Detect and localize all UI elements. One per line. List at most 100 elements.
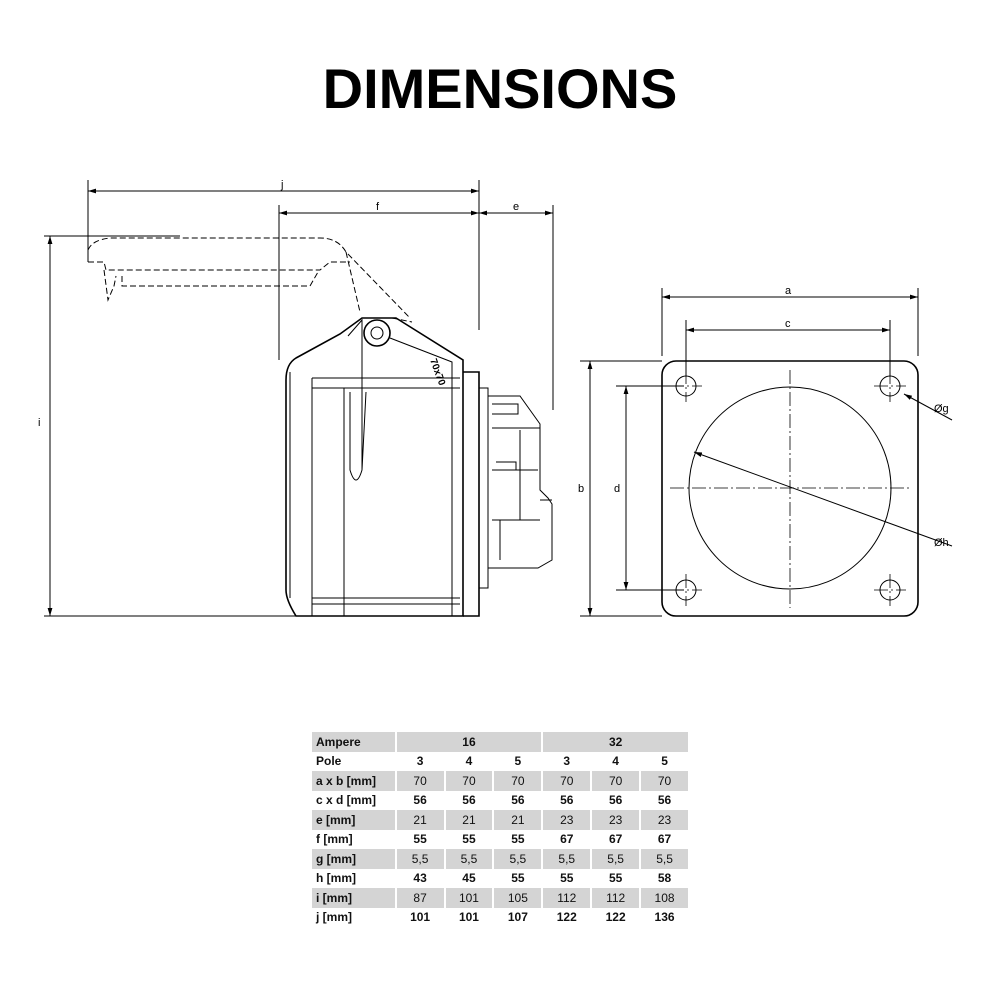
mounting-hole [670,574,702,606]
table-cell: 122 [591,907,642,927]
table-cell: 70 [493,771,544,791]
table-cell: 23 [591,810,642,830]
technical-drawing: j f e i 70x70 [38,179,953,617]
table-cell: 3 [395,751,446,771]
row-label: c x d [mm] [312,790,397,810]
row-label: g [mm] [312,849,397,869]
dimension-g [903,393,953,421]
label-a: a [785,285,792,297]
table-cell: 5,5 [640,849,690,869]
table-row: j [mm] 101 101 107 122 122 136 [312,907,690,927]
row-label: f [mm] [312,829,397,849]
table-cell: 55 [444,829,495,849]
table-cell: 21 [444,810,495,830]
table-cell: 3 [542,751,593,771]
label-j: j [280,179,283,191]
table-cell: 122 [542,907,593,927]
row-label: a x b [mm] [312,771,397,791]
table-cell: 136 [640,907,690,927]
mounting-hole [874,574,906,606]
table-cell: 23 [640,810,690,830]
table-cell: 112 [542,888,593,908]
table-cell: 101 [395,907,446,927]
table-cell: 21 [395,810,446,830]
row-label: Ampere [312,732,397,752]
table-cell: 55 [591,868,642,888]
table-cell: 87 [395,888,446,908]
table-row: c x d [mm] 56 56 56 56 56 56 [312,790,690,810]
label-b: b [578,483,584,495]
label-h: Øh [934,537,949,549]
table-cell: 43 [395,868,446,888]
page-title: DIMENSIONS [322,57,678,120]
dimensions-table: Ampere 16 32 Pole 3 4 5 3 4 5 a x b [mm]… [312,732,690,927]
table-cell: 70 [444,771,495,791]
table-cell: 70 [591,771,642,791]
table-cell: 55 [493,868,544,888]
table-cell: 101 [444,888,495,908]
mounting-hole [874,370,906,402]
table-cell: 108 [640,888,690,908]
table-cell: 23 [542,810,593,830]
label-e: e [513,201,519,213]
table-cell: 21 [493,810,544,830]
table-cell: 56 [591,790,642,810]
table-cell: 67 [591,829,642,849]
label-i: i [38,417,40,429]
table-cell: 55 [493,829,544,849]
emboss-label: 70x70 [427,357,447,387]
table-row: Pole 3 4 5 3 4 5 [312,751,690,771]
socket-front-view [661,360,919,617]
table-cell: 45 [444,868,495,888]
table-row: f [mm] 55 55 55 67 67 67 [312,829,690,849]
table-cell: 5 [640,751,690,771]
table-cell: 67 [640,829,690,849]
table-cell: 56 [542,790,593,810]
table-row: h [mm] 43 45 55 55 55 58 [312,868,690,888]
table-row: i [mm] 87 101 105 112 112 108 [312,888,690,908]
label-d: d [614,483,620,495]
table-row: e [mm] 21 21 21 23 23 23 [312,810,690,830]
table-cell: 5,5 [493,849,544,869]
mounting-plate [661,360,919,617]
table-cell: 58 [640,868,690,888]
label-f: f [376,201,380,213]
table-cell: 112 [591,888,642,908]
socket-side-view: 70x70 [87,237,553,617]
table-cell: 56 [493,790,544,810]
table-cell: 70 [395,771,446,791]
table-cell: 4 [444,751,495,771]
table-cell: 5 [493,751,544,771]
row-label: Pole [312,751,397,771]
side-view-dimensions: j f e i [38,179,554,617]
row-label: e [mm] [312,810,397,830]
row-label: h [mm] [312,868,397,888]
table-cell: 55 [542,868,593,888]
dimension-h [693,451,953,547]
table-cell: 107 [493,907,544,927]
table-cell: 55 [395,829,446,849]
table-row: Ampere 16 32 [312,732,690,752]
table-cell: 105 [493,888,544,908]
table-row: g [mm] 5,5 5,5 5,5 5,5 5,5 5,5 [312,849,690,869]
table-cell: 56 [444,790,495,810]
table-cell: 70 [640,771,690,791]
table-cell: 56 [640,790,690,810]
label-c: c [785,318,791,330]
table-cell: 5,5 [542,849,593,869]
row-label: i [mm] [312,888,397,908]
mounting-hole [670,370,702,402]
ampere-group: 32 [542,732,690,752]
front-view-dimensions: a c b d Øg Øh [578,285,953,617]
table-cell: 101 [444,907,495,927]
table-row: a x b [mm] 70 70 70 70 70 70 [312,771,690,791]
table-cell: 70 [542,771,593,791]
row-label: j [mm] [312,907,397,927]
table-cell: 5,5 [591,849,642,869]
table-cell: 4 [591,751,642,771]
label-g: Øg [934,403,949,415]
table-cell: 5,5 [444,849,495,869]
table-cell: 67 [542,829,593,849]
table-cell: 5,5 [395,849,446,869]
ampere-group: 16 [395,732,544,752]
